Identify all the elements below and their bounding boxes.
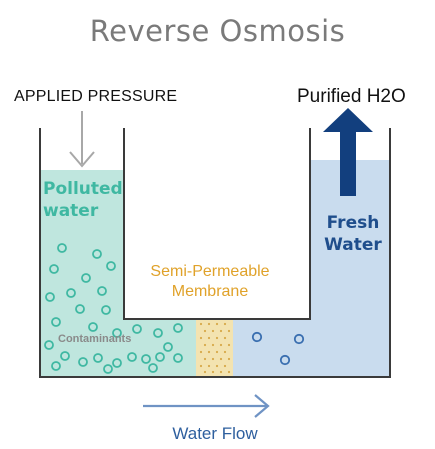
polluted-line-2: water	[43, 201, 99, 221]
u-tube-outline	[39, 128, 391, 378]
contaminants-label: Contaminants	[58, 333, 132, 345]
membrane-pores	[199, 322, 231, 374]
purified-arrow-icon	[323, 108, 373, 196]
fresh-water-particles	[251, 331, 305, 366]
fresh-line-1: Fresh	[326, 213, 380, 233]
membrane-line-2: Membrane	[171, 283, 249, 300]
polluted-water-fill	[40, 170, 196, 376]
fresh-water-label: Fresh Water	[313, 212, 393, 256]
page-title: Reverse Osmosis	[89, 14, 346, 48]
membrane	[196, 319, 233, 376]
purified-label: Purified H2O	[297, 86, 406, 107]
membrane-line-1: Semi-Permeable	[150, 263, 270, 280]
contaminant-particles	[44, 243, 183, 374]
polluted-water-label: Polluted water	[43, 178, 123, 222]
fresh-water-fill	[233, 160, 390, 376]
pressure-arrow-icon	[69, 111, 95, 168]
water-flow-label: Water Flow	[172, 424, 258, 443]
polluted-line-1: Polluted	[43, 179, 123, 199]
water-flow-arrow-icon	[143, 394, 270, 418]
membrane-label: Semi-Permeable Membrane	[145, 262, 275, 302]
fresh-line-2: Water	[324, 235, 382, 255]
applied-pressure-label: APPLIED PRESSURE	[14, 88, 178, 105]
